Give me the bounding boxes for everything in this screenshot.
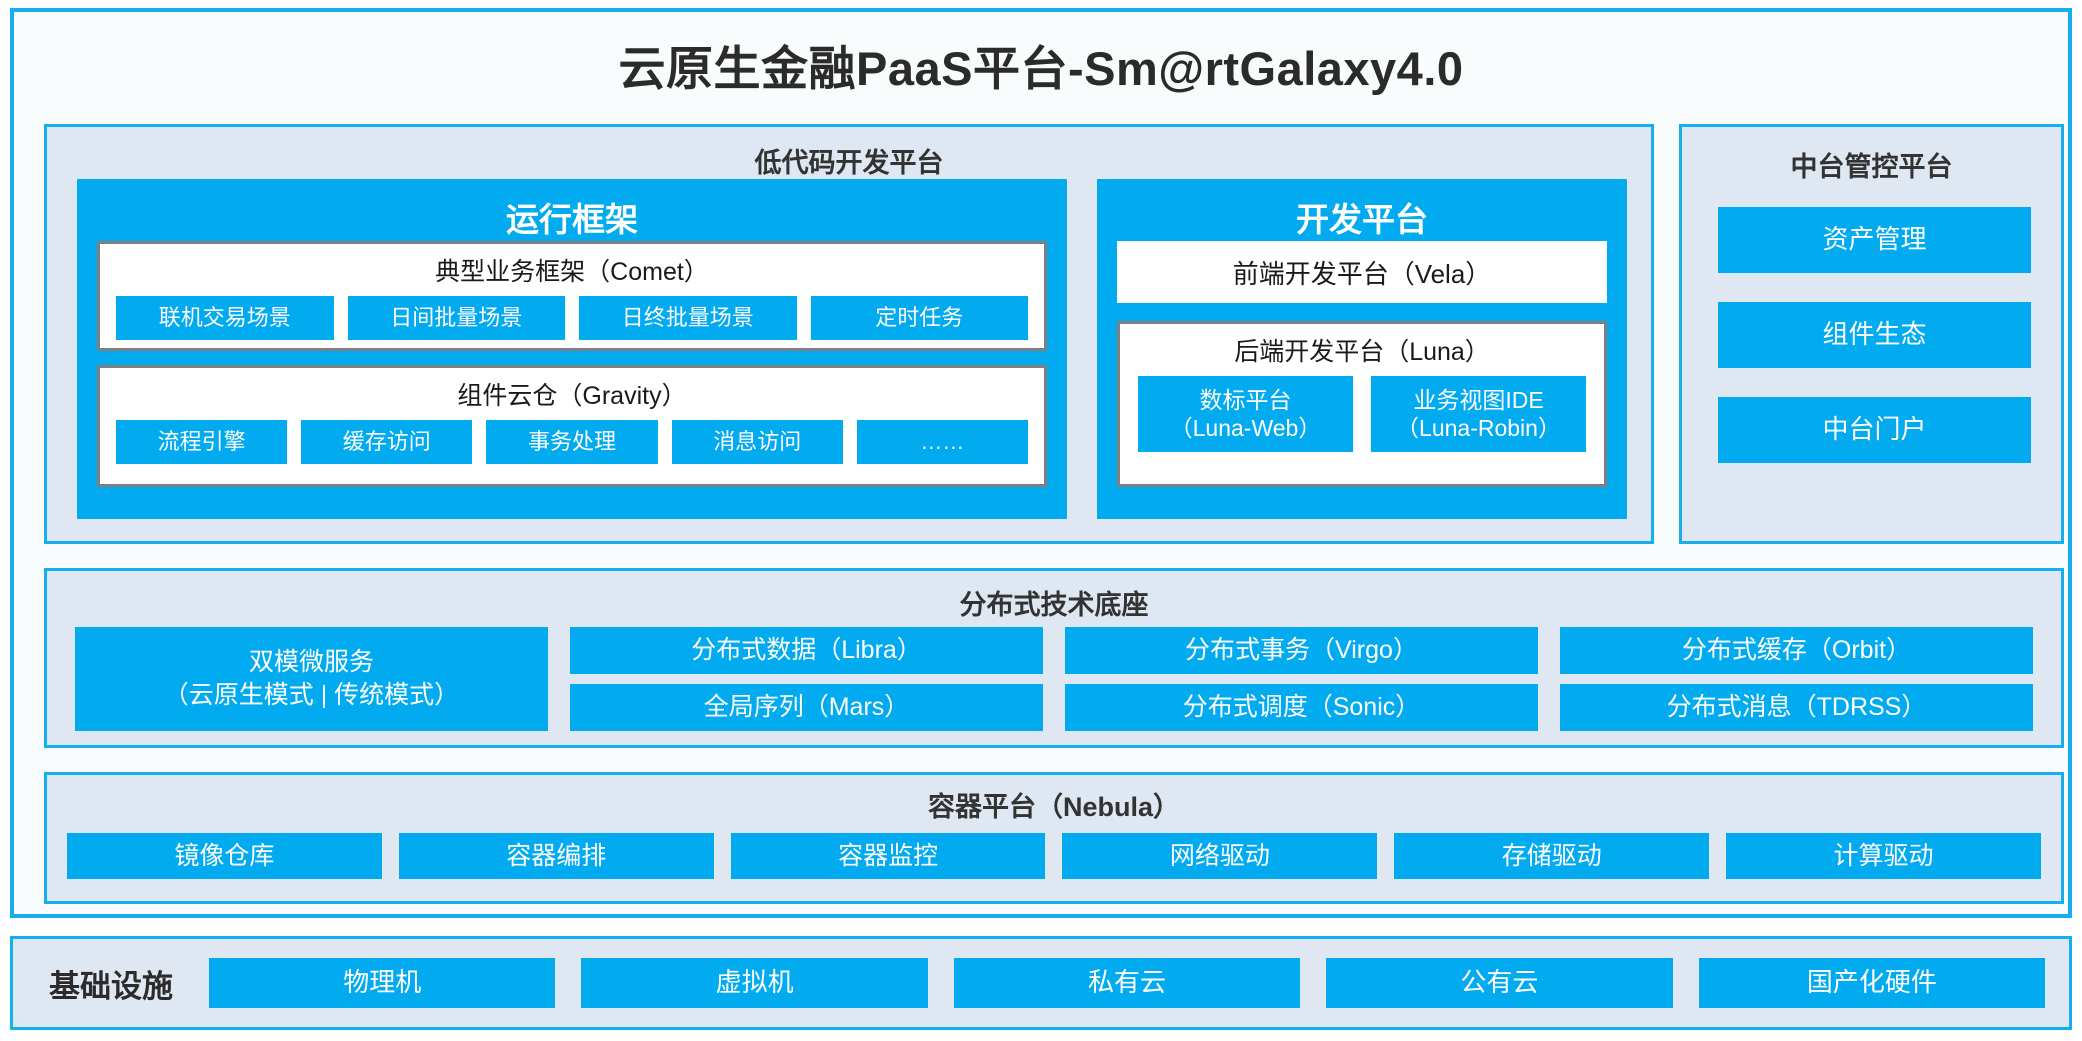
backend-dev-platform-title: 后端开发平台（Luna） (1234, 338, 1490, 366)
distributed-tech-base-panel: 分布式技术底座 双模微服务 （云原生模式 | 传统模式） 分布式数据（Libra… (44, 568, 2064, 748)
distributed-data-libra[interactable]: 分布式数据（Libra） (570, 627, 1043, 674)
midoffice-item-asset-management[interactable]: 资产管理 (1718, 207, 2031, 273)
gravity-item[interactable]: 事务处理 (486, 420, 658, 464)
backend-dev-platform-box: 后端开发平台（Luna） 数标平台 （Luna-Web） 业务视图IDE （Lu… (1117, 321, 1607, 487)
infrastructure-label: 基础设施 (49, 968, 173, 1004)
infrastructure-item-virtual-machine[interactable]: 虚拟机 (581, 958, 928, 1008)
container-item-monitoring[interactable]: 容器监控 (730, 833, 1046, 879)
dev-platform-title: 开发平台 (1296, 201, 1428, 238)
midoffice-item-portal[interactable]: 中台门户 (1718, 397, 2031, 463)
infrastructure-item-row: 物理机 虚拟机 私有云 公有云 国产化硬件 (209, 958, 2069, 1008)
distributed-column-3: 分布式缓存（Orbit） 分布式消息（TDRSS） (1560, 627, 2033, 731)
container-item-orchestration[interactable]: 容器编排 (398, 833, 714, 879)
diagram-outer-frame: 云原生金融PaaS平台-Sm@rtGalaxy4.0 低代码开发平台 运行框架 … (10, 8, 2072, 918)
runtime-framework-title: 运行框架 (506, 201, 638, 238)
container-item-image-registry[interactable]: 镜像仓库 (67, 833, 382, 879)
gravity-item[interactable]: 流程引擎 (116, 420, 288, 464)
runtime-framework-section: 运行框架 典型业务框架（Comet） 联机交易场景 日间批量场景 日终批量场景 … (77, 179, 1067, 519)
midoffice-item-component-ecosystem[interactable]: 组件生态 (1718, 302, 2031, 368)
dual-mode-label-line2: （云原生模式 | 传统模式） (163, 681, 460, 709)
distributed-transaction-virgo[interactable]: 分布式事务（Virgo） (1065, 627, 1538, 674)
dual-mode-microservice-box[interactable]: 双模微服务 （云原生模式 | 传统模式） (75, 627, 548, 731)
distributed-columns: 双模微服务 （云原生模式 | 传统模式） 分布式数据（Libra） 全局序列（M… (75, 627, 2033, 731)
infrastructure-panel: 基础设施 物理机 虚拟机 私有云 公有云 国产化硬件 (10, 936, 2072, 1030)
frontend-dev-platform-box[interactable]: 前端开发平台（Vela） (1117, 241, 1607, 303)
distributed-tech-base-title: 分布式技术底座 (959, 590, 1149, 620)
distributed-column-1: 分布式数据（Libra） 全局序列（Mars） (570, 627, 1043, 731)
distributed-scheduling-sonic[interactable]: 分布式调度（Sonic） (1065, 684, 1538, 731)
gravity-component-repo-box: 组件云仓（Gravity） 流程引擎 缓存访问 事务处理 消息访问 …… (97, 365, 1047, 487)
container-platform-title: 容器平台（Nebula） (927, 792, 1181, 822)
distributed-column-2: 分布式事务（Virgo） 分布式调度（Sonic） (1065, 627, 1538, 731)
gravity-item[interactable]: 消息访问 (671, 420, 843, 464)
lowcode-platform-title: 低代码开发平台 (754, 148, 944, 178)
comet-item[interactable]: 联机交易场景 (116, 296, 334, 340)
comet-item[interactable]: 日终批量场景 (579, 296, 797, 340)
dual-mode-label-line1: 双模微服务 (248, 648, 374, 677)
lowcode-platform-panel: 低代码开发平台 运行框架 典型业务框架（Comet） 联机交易场景 日间批量场景… (44, 124, 1654, 544)
gravity-item-ellipsis[interactable]: …… (856, 420, 1029, 464)
container-item-compute-driver[interactable]: 计算驱动 (1726, 833, 2041, 879)
comet-item-row: 联机交易场景 日间批量场景 日终批量场景 定时任务 (100, 296, 1044, 340)
infrastructure-item-public-cloud[interactable]: 公有云 (1326, 958, 1673, 1008)
luna-web-label-line1: 数标平台 (1199, 386, 1292, 413)
gravity-title: 组件云仓（Gravity） (457, 382, 687, 410)
infrastructure-item-private-cloud[interactable]: 私有云 (953, 958, 1301, 1008)
luna-web-item[interactable]: 数标平台 （Luna-Web） (1138, 376, 1353, 452)
gravity-item-row: 流程引擎 缓存访问 事务处理 消息访问 …… (100, 420, 1044, 464)
midoffice-platform-title: 中台管控平台 (1790, 152, 1953, 182)
luna-web-label-line2: （Luna-Web） (1169, 415, 1322, 441)
distributed-message-tdrss[interactable]: 分布式消息（TDRSS） (1560, 684, 2033, 731)
container-platform-panel: 容器平台（Nebula） 镜像仓库 容器编排 容器监控 网络驱动 存储驱动 计算… (44, 772, 2064, 904)
infrastructure-item-domestic-hardware[interactable]: 国产化硬件 (1698, 958, 2046, 1008)
dev-platform-section: 开发平台 前端开发平台（Vela） 后端开发平台（Luna） 数标平台 （Lun… (1097, 179, 1627, 519)
comet-title: 典型业务框架（Comet） (435, 258, 709, 286)
comet-item[interactable]: 定时任务 (810, 296, 1028, 340)
luna-robin-label-line2: （Luna-Robin） (1396, 415, 1561, 441)
midoffice-item-list: 资产管理 组件生态 中台门户 (1718, 207, 2031, 463)
page-title: 云原生金融PaaS平台-Sm@rtGalaxy4.0 (618, 42, 1464, 95)
luna-robin-item[interactable]: 业务视图IDE （Luna-Robin） (1371, 376, 1586, 452)
container-item-network-driver[interactable]: 网络驱动 (1062, 833, 1378, 879)
luna-robin-label-line1: 业务视图IDE (1413, 386, 1544, 413)
container-item-row: 镜像仓库 容器编排 容器监控 网络驱动 存储驱动 计算驱动 (67, 833, 2041, 879)
gravity-item[interactable]: 缓存访问 (301, 420, 473, 464)
container-item-storage-driver[interactable]: 存储驱动 (1394, 833, 1710, 879)
comet-business-framework-box: 典型业务框架（Comet） 联机交易场景 日间批量场景 日终批量场景 定时任务 (97, 241, 1047, 351)
midoffice-control-platform-panel: 中台管控平台 资产管理 组件生态 中台门户 (1679, 124, 2064, 544)
comet-item[interactable]: 日间批量场景 (347, 296, 565, 340)
distributed-column-microservice: 双模微服务 （云原生模式 | 传统模式） (75, 627, 548, 731)
infrastructure-item-physical-machine[interactable]: 物理机 (209, 958, 556, 1008)
luna-item-row: 数标平台 （Luna-Web） 业务视图IDE （Luna-Robin） (1120, 376, 1604, 452)
global-sequence-mars[interactable]: 全局序列（Mars） (570, 684, 1043, 731)
distributed-cache-orbit[interactable]: 分布式缓存（Orbit） (1560, 627, 2033, 674)
